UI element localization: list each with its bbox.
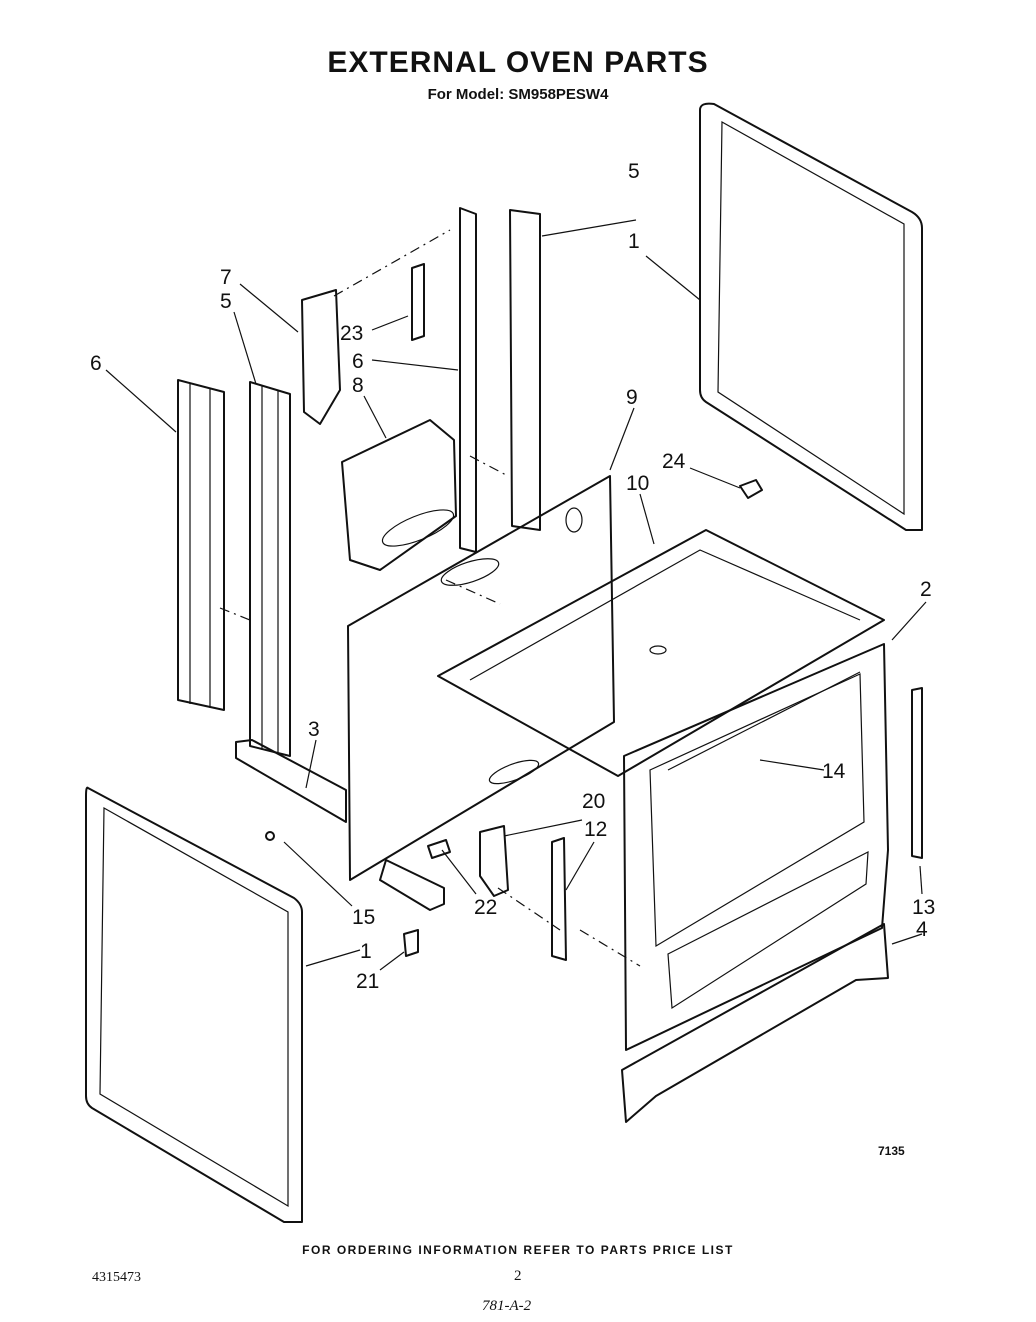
callout-1-lower: 1 xyxy=(360,940,372,963)
callout-24: 24 xyxy=(662,450,686,473)
part-channel-center-6 xyxy=(459,207,477,553)
callout-7: 7 xyxy=(220,266,232,289)
callout-3: 3 xyxy=(308,718,320,741)
leader-lines xyxy=(105,219,927,971)
callout-15: 15 xyxy=(352,906,375,929)
document-number: 4315473 xyxy=(92,1270,141,1285)
part-bracket-20 xyxy=(479,825,509,897)
part-hinge-12 xyxy=(551,837,567,961)
callout-23: 23 xyxy=(340,322,363,345)
part-duct-8 xyxy=(341,419,457,571)
part-bracket-7 xyxy=(301,289,341,425)
callout-14: 14 xyxy=(822,760,846,783)
callout-9: 9 xyxy=(626,386,638,409)
part-channel-left xyxy=(177,379,225,711)
ordering-note: FOR ORDERING INFORMATION REFER TO PARTS … xyxy=(302,1243,734,1257)
part-strip-23 xyxy=(411,263,425,341)
handwritten-note: 781-A-2 xyxy=(482,1298,532,1314)
model-subtitle: For Model: SM958PESW4 xyxy=(427,86,609,103)
part-frame-lower-left xyxy=(85,786,303,1223)
callout-6-center: 6 xyxy=(352,350,364,373)
part-screw-21 xyxy=(403,929,419,957)
page-number: 2 xyxy=(514,1268,522,1284)
callout-2: 2 xyxy=(920,578,932,601)
callout-5-upper: 5 xyxy=(628,160,640,183)
part-seal-14 xyxy=(667,671,861,771)
page-title: EXTERNAL OVEN PARTS xyxy=(327,46,709,79)
callout-4: 4 xyxy=(916,918,928,941)
part-frame-upper-right xyxy=(699,102,923,531)
callout-10: 10 xyxy=(626,472,649,495)
part-strip-13 xyxy=(911,687,923,859)
callout-6-left: 6 xyxy=(90,352,102,375)
callout-12: 12 xyxy=(584,818,607,841)
part-kick-panel-4 xyxy=(621,923,889,1123)
part-back-panel-9 xyxy=(347,475,615,881)
part-knob-24 xyxy=(739,479,763,499)
part-channel-left-2 xyxy=(249,381,291,757)
callout-1-upper: 1 xyxy=(628,230,640,253)
callout-22: 22 xyxy=(474,896,497,919)
callout-5-left: 5 xyxy=(220,290,232,313)
part-pin-15 xyxy=(265,831,275,841)
callout-labels: 1 1 2 3 4 5 5 6 6 7 8 9 10 12 13 14 15 2… xyxy=(90,160,935,993)
callout-21: 21 xyxy=(356,970,379,993)
callout-8: 8 xyxy=(352,374,364,397)
part-front-frame-2 xyxy=(623,643,889,1051)
callout-20: 20 xyxy=(582,790,605,813)
diagram-code: 7135 xyxy=(878,1144,905,1158)
callout-13: 13 xyxy=(912,896,935,919)
part-channel-center-5 xyxy=(509,209,541,531)
part-bracket-3 xyxy=(235,739,347,823)
part-top-panel-10 xyxy=(437,529,885,777)
part-clip-22 xyxy=(427,839,451,859)
part-socket xyxy=(379,859,445,911)
